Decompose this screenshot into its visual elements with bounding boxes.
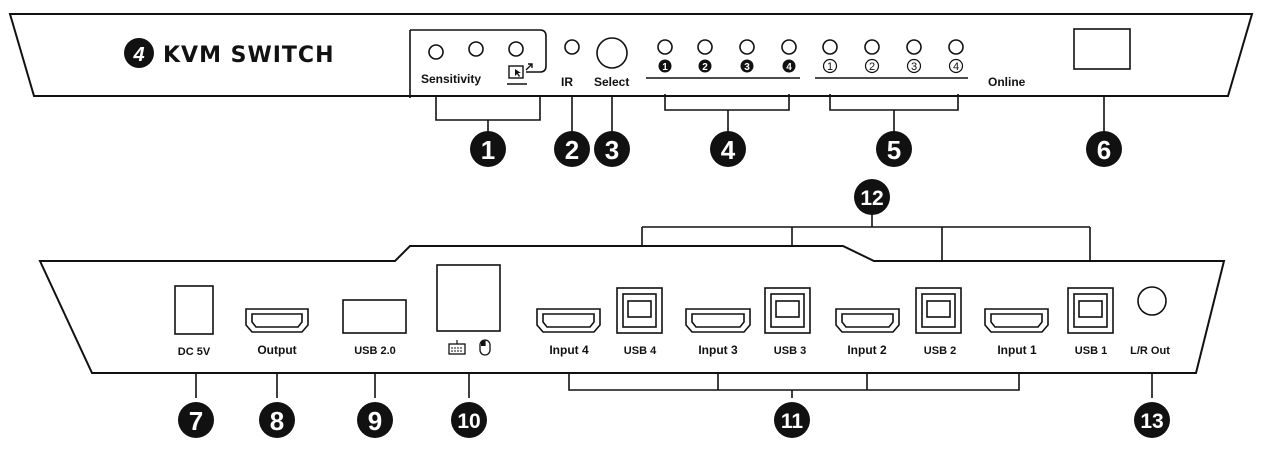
usb-b-port-3[interactable] (764, 287, 811, 334)
hdmi-input-4-port[interactable] (536, 308, 601, 333)
callout-5: 5 (876, 131, 912, 167)
leader-11 (568, 373, 1020, 398)
leader-12 (641, 213, 1091, 261)
brand-logo-icon: 4 (124, 38, 154, 68)
ir-receiver (564, 39, 580, 55)
callout-10-number: 10 (457, 410, 480, 433)
port-led-group: 1 2 3 4 (657, 39, 797, 73)
callout-6: 6 (1086, 131, 1122, 167)
port-led-1 (657, 39, 673, 55)
input2-label: Input 2 (847, 343, 887, 357)
usb20-port[interactable] (342, 299, 407, 334)
port-led-2 (697, 39, 713, 55)
callout-7-number: 7 (189, 406, 203, 436)
mouse-icon (479, 339, 491, 356)
callout-8: 8 (259, 402, 295, 438)
sensitivity-button-1[interactable] (428, 44, 444, 60)
online-led-group: 1 2 3 4 (822, 39, 964, 74)
leader-4 (664, 94, 790, 132)
callout-13: 13 (1134, 402, 1170, 438)
callout-11: 11 (774, 402, 810, 438)
monitor-cursor-icon (507, 63, 533, 85)
callout-13-number: 13 (1140, 410, 1163, 433)
brand-name: KVM SWITCH (163, 43, 335, 68)
port-led-3 (739, 39, 755, 55)
callout-1: 1 (470, 131, 506, 167)
callout-11-number: 11 (781, 410, 804, 433)
callout-3: 3 (594, 131, 630, 167)
online-led-number-4: 4 (953, 61, 959, 73)
online-label: Online (988, 75, 1026, 89)
online-led-number-3: 3 (911, 61, 917, 73)
callout-5-number: 5 (887, 135, 901, 165)
online-led-number-1: 1 (827, 61, 833, 73)
sensitivity-bracket-box (409, 29, 547, 98)
sensitivity-button-3[interactable] (508, 41, 524, 57)
usb20-label: USB 2.0 (354, 345, 396, 357)
callout-3-number: 3 (605, 135, 619, 165)
callout-9-number: 9 (368, 406, 382, 436)
input3-label: Input 3 (698, 343, 738, 357)
usb1-label: USB 1 (1075, 345, 1107, 357)
leader-1 (435, 96, 541, 132)
callout-12-number: 12 (860, 187, 883, 210)
usb-b-port-2[interactable] (915, 287, 962, 334)
callout-1-number: 1 (481, 135, 495, 165)
input4-label: Input 4 (549, 343, 589, 357)
online-led-2 (864, 39, 880, 55)
callout-4: 4 (710, 131, 746, 167)
keyboard-icon (448, 340, 466, 355)
callout-4-number: 4 (721, 135, 736, 165)
power-button[interactable] (1073, 28, 1131, 70)
callout-2-number: 2 (565, 135, 579, 165)
port-led-number-4: 4 (786, 62, 792, 73)
sensitivity-label: Sensitivity (421, 72, 481, 86)
callout-2: 2 (554, 131, 590, 167)
callout-8-number: 8 (270, 406, 284, 436)
online-led-4 (948, 39, 964, 55)
leader-5 (829, 94, 959, 132)
dc-power-port[interactable] (174, 285, 214, 335)
select-button[interactable] (596, 37, 628, 69)
callout-10: 10 (451, 402, 487, 438)
hdmi-input-3-port[interactable] (685, 308, 751, 333)
port-led-number-2: 2 (702, 62, 708, 73)
callout-9: 9 (357, 402, 393, 438)
lr-out-label: L/R Out (1130, 345, 1170, 357)
keyboard-mouse-port[interactable] (436, 264, 501, 332)
callout-12: 12 (854, 179, 890, 215)
usb-b-port-4[interactable] (616, 287, 663, 334)
usb4-label: USB 4 (624, 345, 657, 357)
port-led-number-3: 3 (744, 62, 750, 73)
online-led-3 (906, 39, 922, 55)
output-label: Output (257, 343, 296, 357)
callout-6-number: 6 (1097, 135, 1111, 165)
usb2-label: USB 2 (924, 345, 956, 357)
callout-7: 7 (178, 402, 214, 438)
hdmi-input-1-port[interactable] (984, 308, 1049, 333)
hdmi-output-port[interactable] (245, 308, 309, 333)
front-panel (8, 13, 1254, 97)
input1-label: Input 1 (997, 343, 1037, 357)
port-led-number-1: 1 (662, 62, 668, 73)
hdmi-input-2-port[interactable] (835, 308, 900, 333)
dc-label: DC 5V (178, 346, 211, 358)
brand-badge: 4 (132, 44, 144, 66)
sensitivity-button-2[interactable] (468, 41, 484, 57)
online-led-number-2: 2 (869, 61, 875, 73)
ir-label: IR (561, 75, 573, 89)
usb3-label: USB 3 (774, 345, 806, 357)
audio-out-jack[interactable] (1137, 286, 1167, 316)
port-led-4 (781, 39, 797, 55)
online-led-1 (822, 39, 838, 55)
usb-b-port-1[interactable] (1067, 287, 1114, 334)
select-label: Select (594, 75, 629, 89)
